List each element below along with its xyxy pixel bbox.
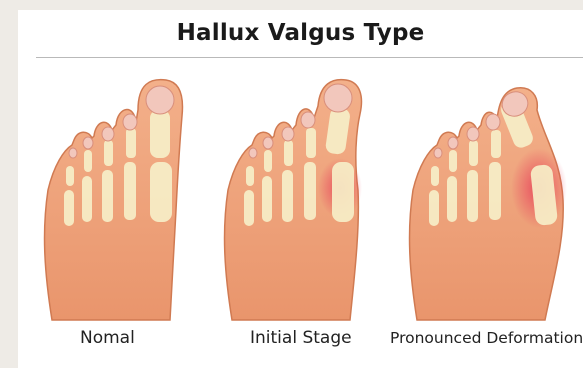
foot-illustration-initial xyxy=(218,70,368,322)
stage-label-initial: Initial Stage xyxy=(250,328,352,348)
stage-label-normal: Nomal xyxy=(80,328,135,348)
foot-illustration-normal xyxy=(38,70,188,322)
diagram-card: Hallux Valgus Type xyxy=(18,10,583,368)
stage-label-pronounced: Pronounced Deformation xyxy=(390,329,583,347)
title-divider xyxy=(36,57,583,58)
diagram-title: Hallux Valgus Type xyxy=(18,20,583,46)
foot-illustration-pronounced xyxy=(403,70,568,322)
